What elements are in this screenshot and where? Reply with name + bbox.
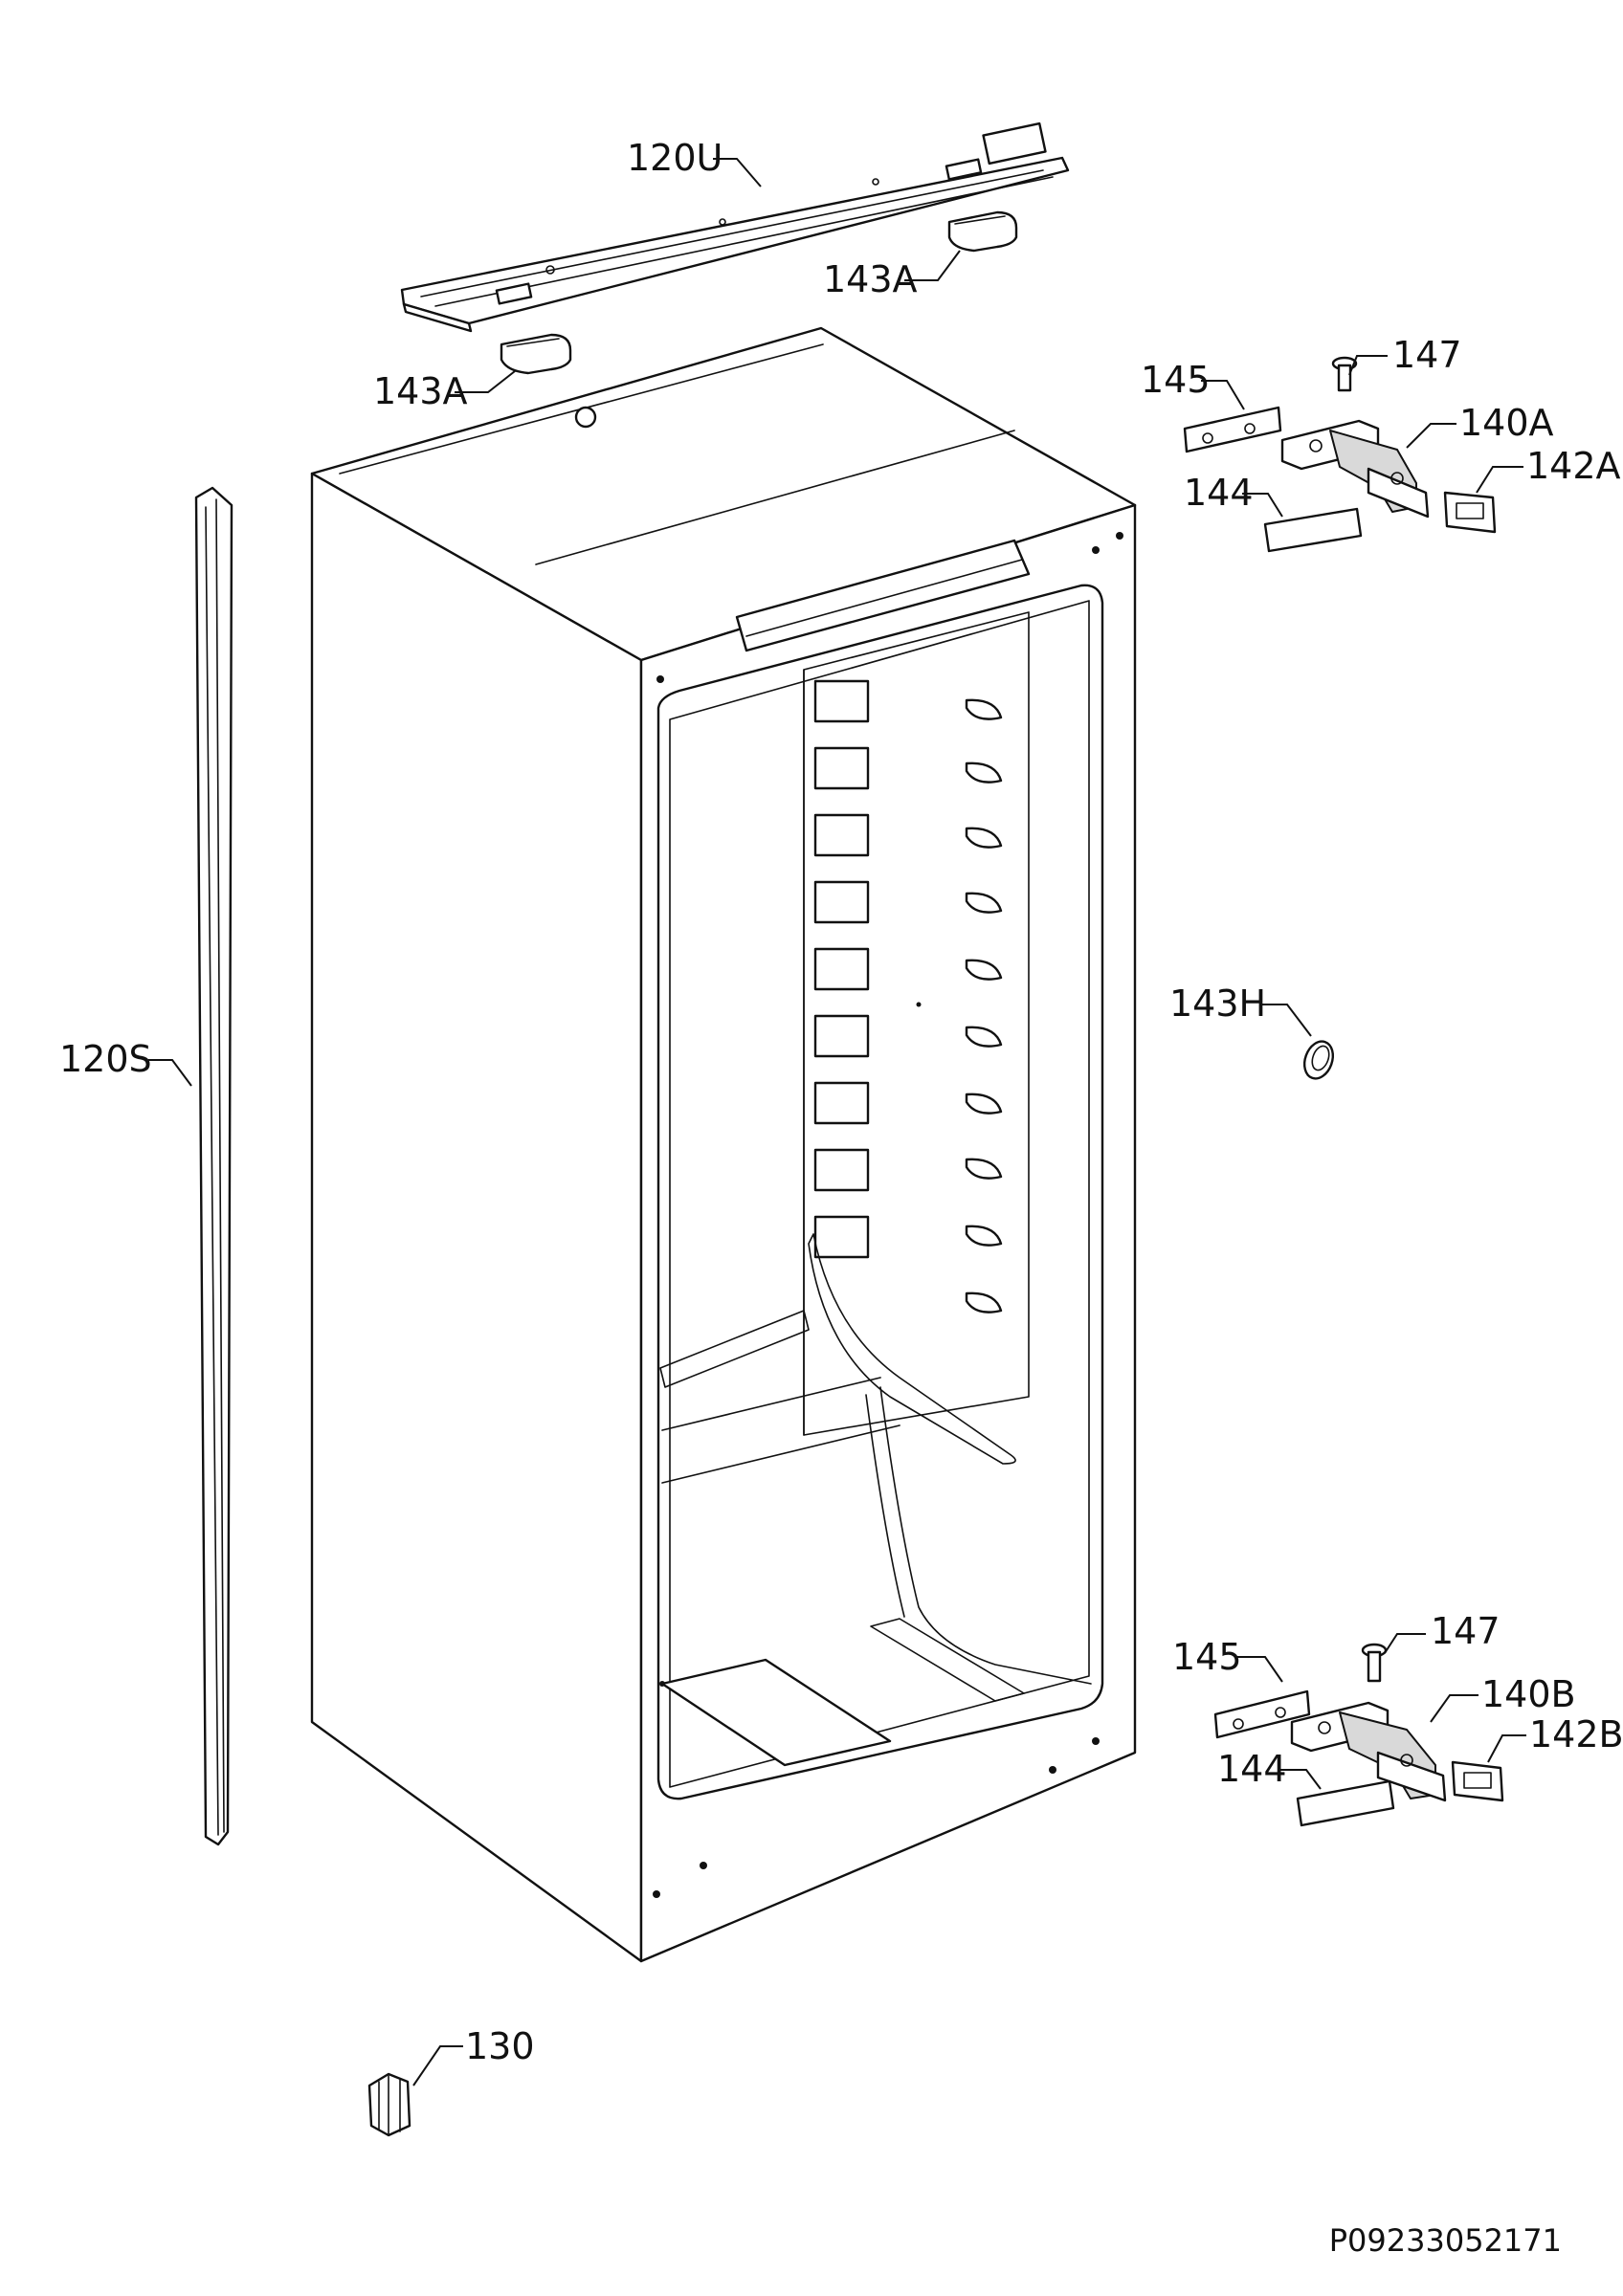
label-147-bottom: 147 xyxy=(1431,1610,1501,1652)
label-143a-top: 143A xyxy=(823,258,918,300)
document-number: P09233052171 xyxy=(1329,2222,1562,2259)
part-143a-cap-left xyxy=(500,333,572,375)
part-147-top-screw xyxy=(1331,356,1358,392)
part-120s-side-strip xyxy=(194,486,233,1846)
part-140b-hinge xyxy=(1290,1701,1447,1802)
part-142a-plate xyxy=(1443,491,1497,534)
label-147-top: 147 xyxy=(1392,334,1462,376)
part-cabinet-body xyxy=(310,326,1137,1963)
label-143h: 143H xyxy=(1169,982,1266,1025)
label-145-top: 145 xyxy=(1141,359,1211,401)
part-145-bottom-plate xyxy=(1213,1689,1311,1739)
label-120s: 120S xyxy=(59,1038,152,1080)
part-142b-plate xyxy=(1451,1760,1504,1802)
part-120u-top-rail xyxy=(400,121,1070,333)
leader-lines xyxy=(148,158,1526,2086)
label-144-bottom: 144 xyxy=(1217,1748,1287,1790)
label-142b: 142B xyxy=(1529,1713,1623,1755)
label-142a: 142A xyxy=(1526,445,1621,487)
part-130-foot xyxy=(367,2072,411,2137)
shelf-pegs xyxy=(965,698,1003,1314)
shelf-support-ribs xyxy=(813,679,870,1259)
label-140b: 140B xyxy=(1481,1673,1576,1715)
label-144-top: 144 xyxy=(1184,472,1254,514)
part-145-top-plate xyxy=(1183,406,1282,453)
label-140a: 140A xyxy=(1459,402,1554,444)
label-120u: 120U xyxy=(627,137,723,179)
part-147-bottom-screw xyxy=(1361,1643,1388,1683)
part-143h-plug xyxy=(1302,1040,1335,1080)
part-labels: 120U 143A 143A 145 147 140A 142A 144 120… xyxy=(59,137,1623,2259)
part-140a-hinge xyxy=(1280,419,1430,519)
label-145-bottom: 145 xyxy=(1172,1636,1242,1678)
part-144-top-strip xyxy=(1263,507,1363,553)
part-144-bottom-strip xyxy=(1296,1779,1395,1827)
label-130: 130 xyxy=(465,2025,535,2067)
part-143a-cap-top xyxy=(947,210,1018,253)
label-143a-left: 143A xyxy=(373,370,468,412)
